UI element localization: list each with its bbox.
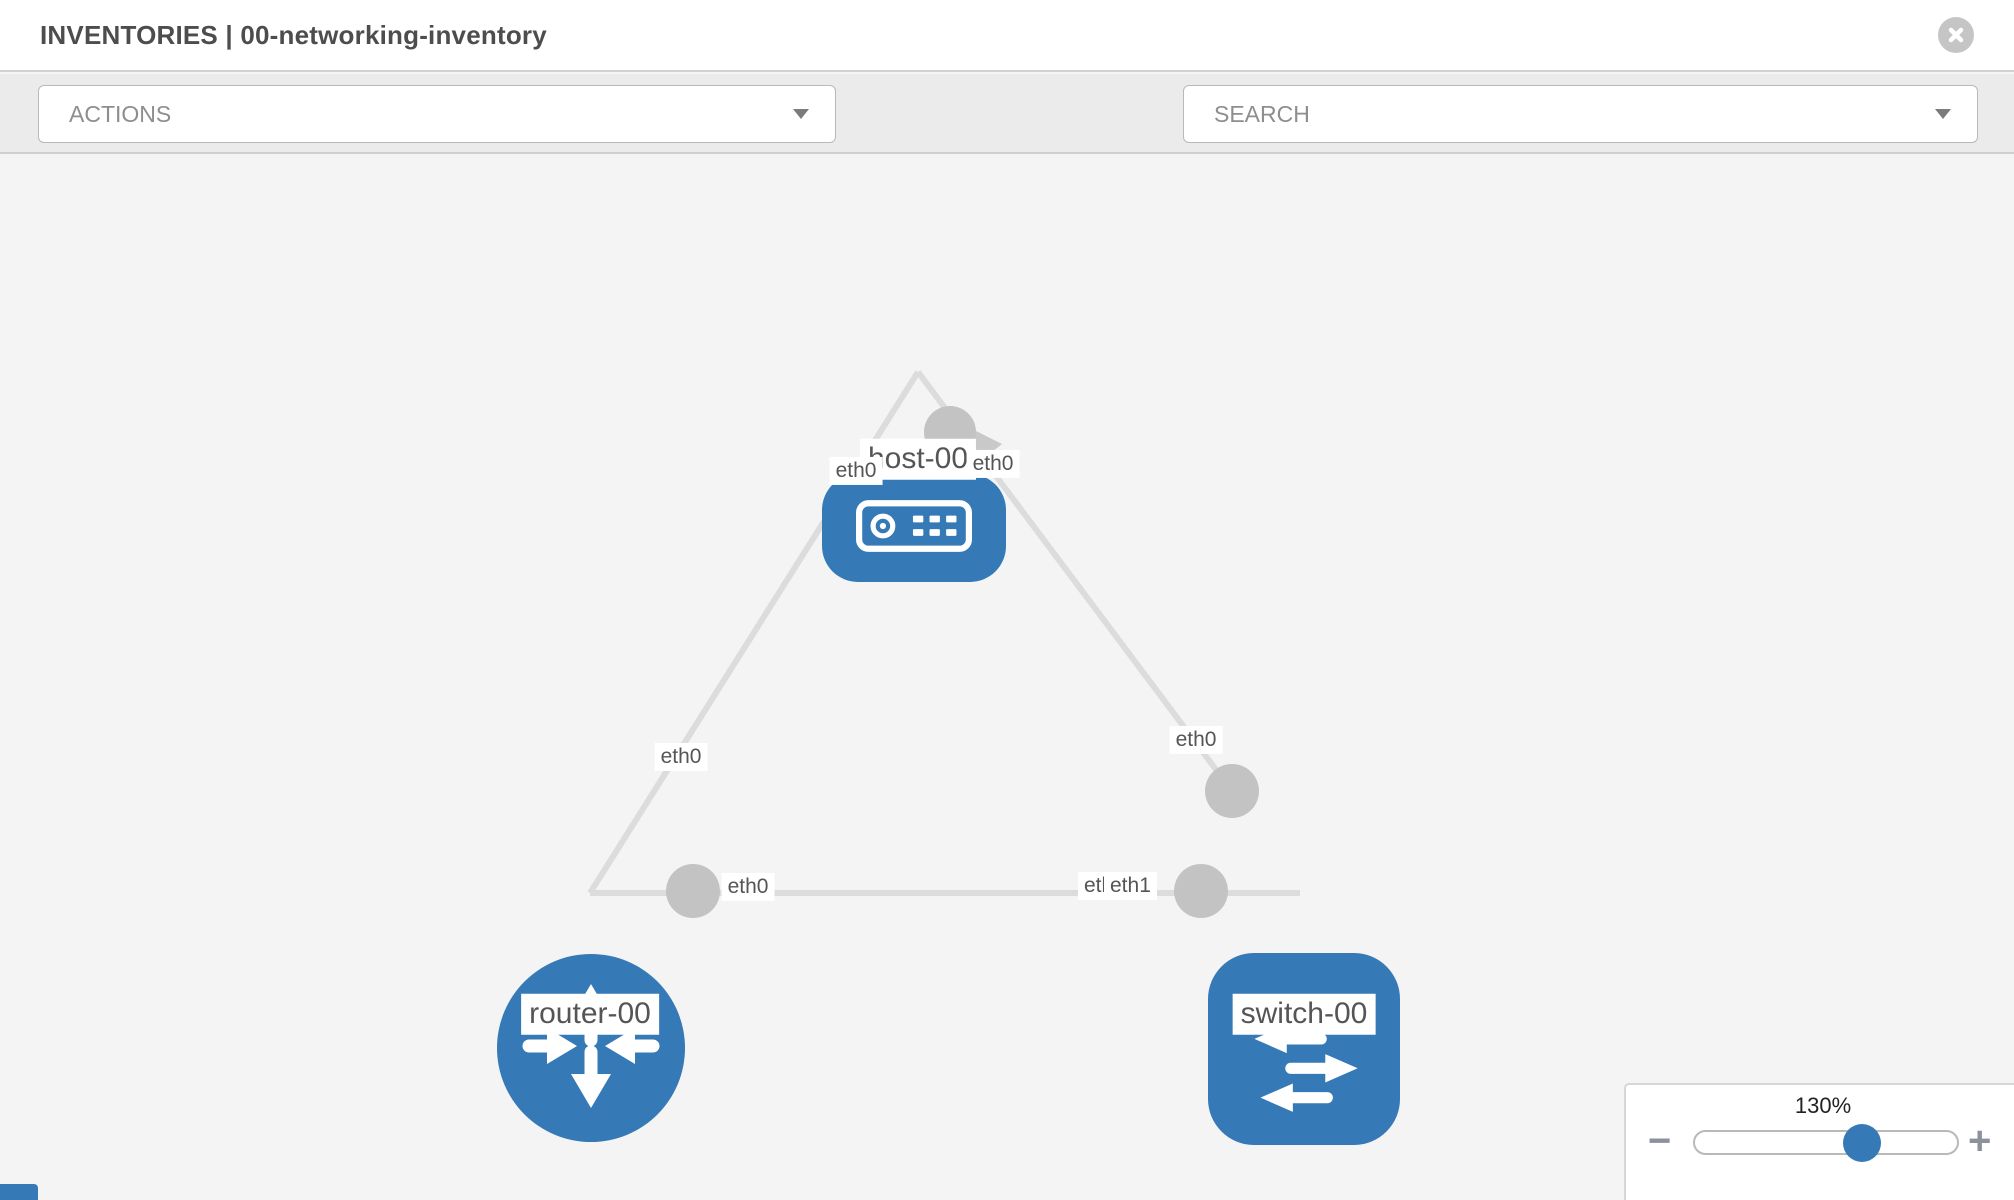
breadcrumb-section: INVENTORIES [40, 20, 218, 50]
actions-dropdown[interactable]: ACTIONS [38, 85, 836, 143]
interface-label-host-right: eth0 [966, 449, 1020, 479]
interface-label-switch-top: eth0 [1169, 725, 1223, 755]
close-icon [1947, 26, 1965, 44]
port-router-right [666, 864, 720, 918]
interface-label-switch-left: eth1 [1104, 871, 1157, 901]
search-dropdown[interactable]: SEARCH [1183, 85, 1978, 143]
search-dropdown-label: SEARCH [1214, 100, 1310, 127]
zoom-level-label: 130% [1794, 1093, 1852, 1118]
page-title: INVENTORIES | 00-networking-inventory [40, 20, 547, 51]
chevron-down-icon [793, 109, 809, 119]
zoom-control-panel: 130% − + [1624, 1083, 2014, 1200]
zoom-out-button[interactable]: − [1648, 1119, 1672, 1163]
zoom-in-button[interactable]: + [1968, 1119, 1992, 1163]
actions-dropdown-label: ACTIONS [69, 100, 172, 127]
host-icon [856, 499, 972, 557]
interface-label-router-top: eth0 [654, 742, 708, 772]
chevron-down-icon [1935, 109, 1951, 119]
port-switch-top [1205, 764, 1259, 818]
node-label-switch: switch-00 [1232, 993, 1376, 1035]
zoom-slider-track[interactable] [1693, 1130, 1959, 1155]
header-bar: INVENTORIES | 00-networking-inventory [0, 0, 2014, 72]
topology-canvas[interactable]: host-00 router-00 switch-00 eth0 eth0 et… [0, 156, 2014, 1200]
zoom-slider-handle[interactable] [1843, 1124, 1881, 1162]
interface-label-host-left: eth0 [829, 456, 883, 486]
close-button[interactable] [1938, 17, 1974, 53]
node-switch-00[interactable] [1208, 953, 1400, 1145]
legend-key-button[interactable] [0, 1184, 38, 1200]
port-switch-left [1174, 864, 1228, 918]
node-router-00[interactable] [497, 954, 685, 1142]
node-host-00[interactable] [822, 474, 1006, 582]
interface-label-router-right: eth0 [721, 872, 775, 902]
breadcrumb-inventory-name: 00-networking-inventory [240, 20, 547, 50]
breadcrumb-separator: | [225, 20, 233, 50]
toolbar: ACTIONS S [0, 74, 2014, 205]
node-label-router: router-00 [521, 993, 659, 1035]
